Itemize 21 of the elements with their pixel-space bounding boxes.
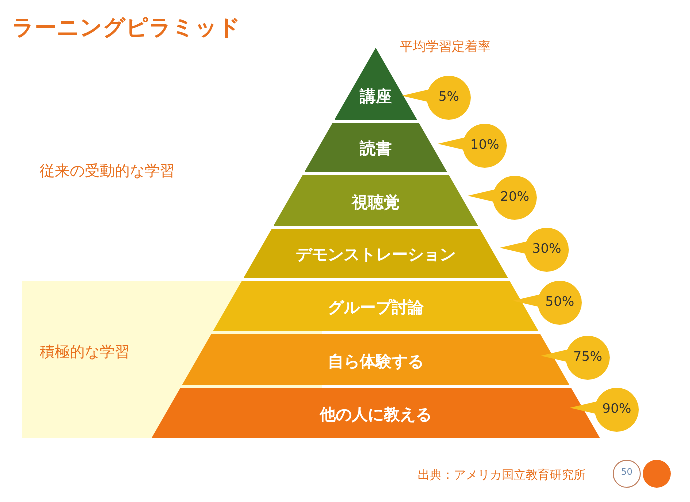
page-number: 50 bbox=[621, 467, 633, 480]
percent-value: 90% bbox=[602, 401, 632, 419]
text-label: 出典：アメリカ国立教育研究所 bbox=[418, 467, 586, 484]
percent-value: 20% bbox=[500, 189, 530, 207]
title: ラーニングピラミッド bbox=[12, 15, 241, 43]
level-label: 講座 bbox=[360, 89, 392, 105]
level-label: デモンストレーション bbox=[296, 247, 456, 263]
percent-value: 50% bbox=[544, 294, 576, 312]
text-label: 平均学習定着率 bbox=[400, 39, 491, 57]
level-label: グループ討論 bbox=[328, 300, 424, 316]
percent-value: 5% bbox=[438, 89, 460, 107]
level-label: 視聴覚 bbox=[352, 195, 400, 211]
percent-value: 10% bbox=[470, 137, 500, 155]
level-label: 読書 bbox=[360, 141, 392, 157]
level-label: 自ら体験する bbox=[328, 354, 424, 370]
band-label: 積極的な学習 bbox=[40, 342, 130, 364]
pyramid-level bbox=[182, 334, 570, 385]
percent-value: 30% bbox=[532, 241, 562, 259]
percent-value: 75% bbox=[572, 349, 604, 367]
text-label: 従来の受動的な学習 bbox=[40, 161, 175, 182]
level-label: 他の人に教える bbox=[320, 407, 432, 423]
